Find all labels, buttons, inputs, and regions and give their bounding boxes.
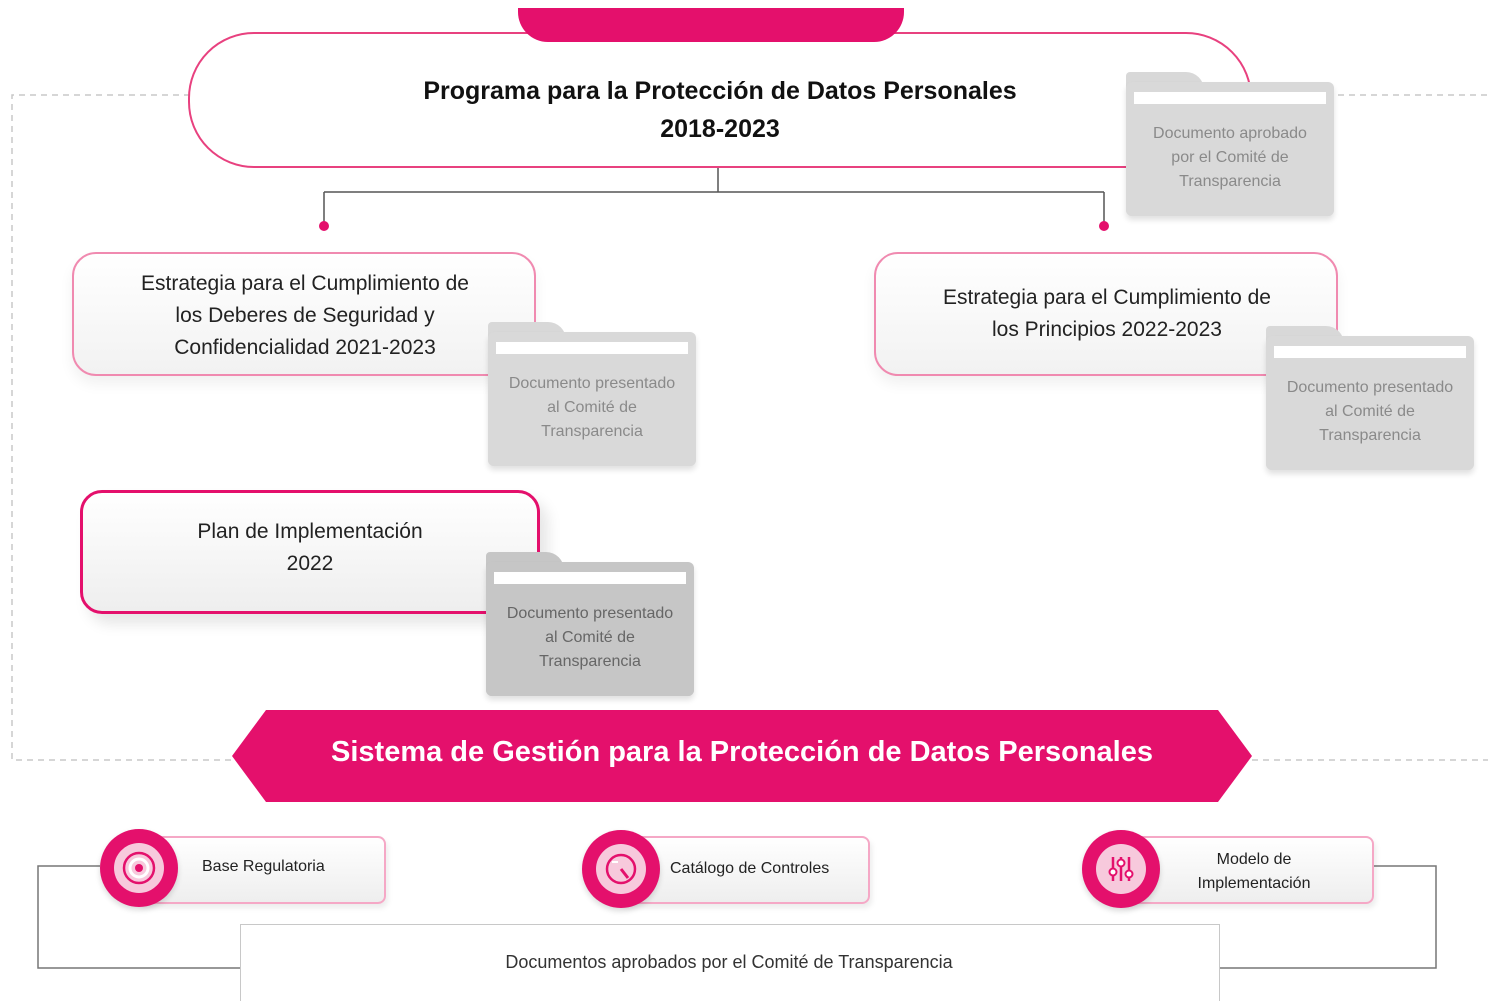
strategy-principles-text: Estrategia para el Cumplimiento de los P… <box>884 282 1330 346</box>
component-catalogo-controles <box>618 836 870 904</box>
program-folder-text-line1: Documento aprobado <box>1153 125 1307 142</box>
documents-box <box>240 924 1220 1001</box>
plan-folder-line3: Transparencia <box>539 653 641 670</box>
strategy-principles-folder-icon: Documento presentado al Comité de Transp… <box>1266 326 1474 470</box>
strategy-principles-line2: los Principios 2022-2023 <box>992 318 1222 341</box>
strategy-principles-folder-line1: Documento presentado <box>1286 379 1454 396</box>
strategy-principles-card <box>874 252 1338 376</box>
plan-line2: 2022 <box>286 552 334 575</box>
strategy-security-card <box>72 252 536 376</box>
component-catalogo-controles-label: Catálogo de Controles <box>670 860 830 877</box>
strategy-security-folder-line3: Transparencia <box>541 423 643 440</box>
component-modelo-line2: Implementación <box>1197 875 1311 892</box>
strategy-security-line3: Confidencialidad 2021-2023 <box>174 336 436 359</box>
program-folder-icon: Documento aprobado por el Comité de Tran… <box>1126 72 1334 216</box>
strategy-security-folder-line1: Documento presentado <box>508 375 676 392</box>
system-banner <box>232 710 1252 802</box>
program-folder-text-line3: Transparencia <box>1179 173 1281 190</box>
program-title: Programa para la Protección de Datos Per… <box>300 72 1140 148</box>
component-base-regulatoria-label: Base Regulatoria <box>202 858 325 875</box>
component-modelo-line1: Modelo de <box>1216 851 1292 868</box>
sliders-icon <box>1082 830 1160 908</box>
program-title-line1: Programa para la Protección de Datos Per… <box>423 77 1017 105</box>
component-modelo-implementacion-label: Modelo de Implementación <box>1164 848 1344 896</box>
plan-folder-icon: Documento presentado al Comité de Transp… <box>486 552 694 696</box>
system-title: Sistema de Gestión para la Protección de… <box>331 736 1153 768</box>
strategy-security-line2: los Deberes de Seguridad y <box>175 304 435 327</box>
strategy-principles-folder-line2: al Comité de <box>1325 403 1415 420</box>
strategy-principles-line1: Estrategia para el Cumplimiento de <box>942 286 1271 309</box>
gauge-icon <box>582 830 660 908</box>
program-tab <box>518 8 904 42</box>
strategy-security-folder-icon: Documento presentado al Comité de Transp… <box>488 322 696 466</box>
plan-line1: Plan de Implementación <box>197 520 423 543</box>
program-folder-text-line2: por el Comité de <box>1171 149 1289 166</box>
strategy-security-text: Estrategia para el Cumplimiento de los D… <box>82 268 528 364</box>
documents-label: Documentos aprobados por el Comité de Tr… <box>505 952 953 972</box>
strategy-security-line1: Estrategia para el Cumplimiento de <box>140 272 469 295</box>
plan-folder-line1: Documento presentado <box>506 605 674 622</box>
strategy-principles-folder-line3: Transparencia <box>1319 427 1421 444</box>
target-icon <box>100 829 178 907</box>
strategy-security-folder-line2: al Comité de <box>547 399 637 416</box>
plan-folder-line2: al Comité de <box>545 629 635 646</box>
program-title-line2: 2018-2023 <box>660 115 780 143</box>
plan-text: Plan de Implementación 2022 <box>84 516 536 580</box>
